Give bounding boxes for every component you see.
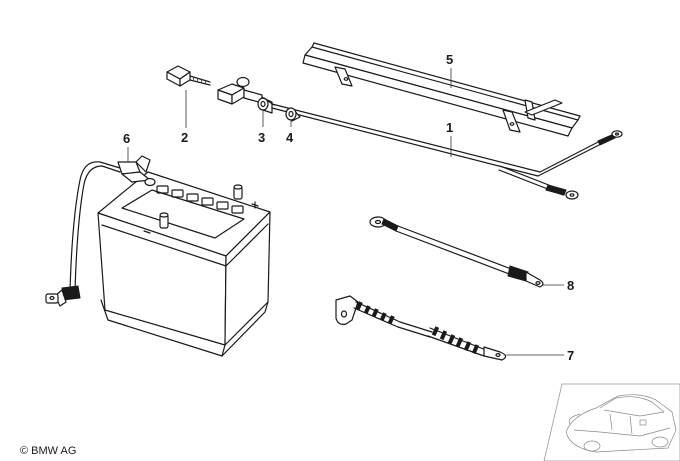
braided-strap-part-7[interactable] bbox=[335, 295, 507, 361]
mounting-rail-part-5[interactable] bbox=[302, 42, 581, 137]
copyright-text: © BMW AG bbox=[20, 445, 77, 457]
cable-harness-part-1[interactable] bbox=[271, 103, 623, 200]
battery-clamp-terminal[interactable] bbox=[217, 76, 275, 106]
ground-strap-part-8[interactable] bbox=[369, 216, 544, 288]
battery[interactable] bbox=[97, 171, 271, 357]
part-label-4: 4 bbox=[286, 130, 294, 145]
car-outline-icon[interactable] bbox=[543, 383, 680, 461]
part-label-8: 8 bbox=[567, 278, 574, 293]
part-label-1: 1 bbox=[446, 120, 453, 135]
part-label-7: 7 bbox=[567, 348, 574, 363]
part-labels: 1 2 3 4 5 6 7 8 bbox=[123, 52, 574, 363]
cap-part-4[interactable] bbox=[285, 107, 301, 122]
part-label-2: 2 bbox=[181, 130, 188, 145]
ground-cable-part-6[interactable] bbox=[45, 155, 156, 307]
leader-lines bbox=[127, 68, 564, 356]
part-label-5: 5 bbox=[446, 52, 453, 67]
grommet-part-3[interactable] bbox=[257, 97, 273, 114]
part-label-6: 6 bbox=[123, 131, 130, 146]
part-label-3: 3 bbox=[258, 130, 265, 145]
clamp-bolt-part-2[interactable] bbox=[166, 65, 211, 87]
